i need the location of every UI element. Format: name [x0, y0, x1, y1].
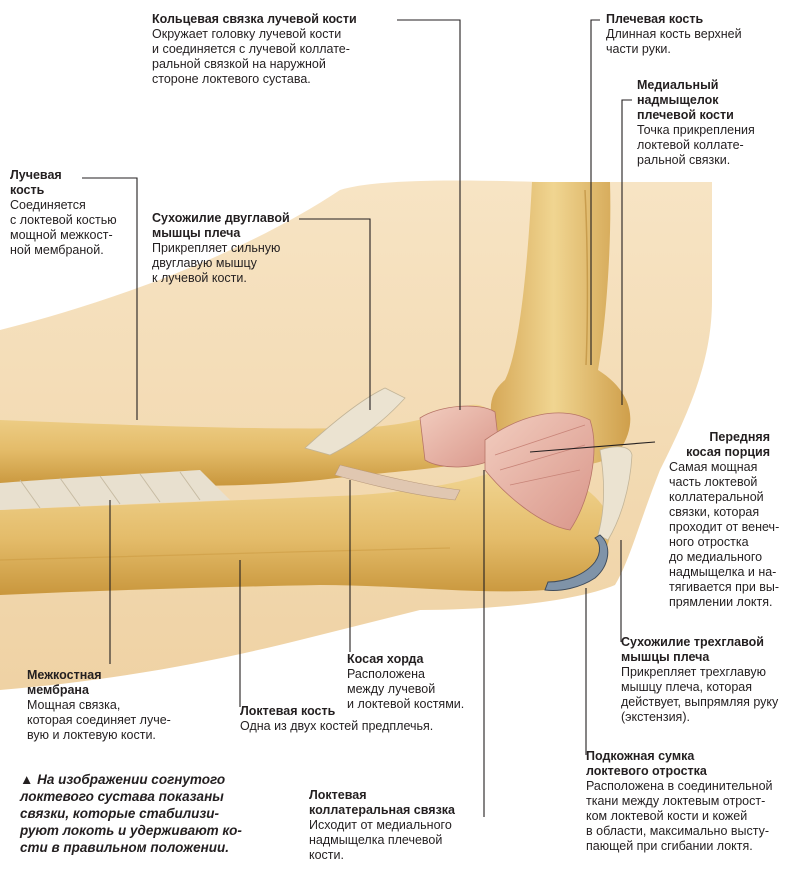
label-ulnar-collateral: Локтевая коллатеральная связка Исходит о… [309, 788, 455, 862]
ulna-bone [0, 469, 611, 595]
label-interosseous-membrane: Межкостная мембрана Мощная связка, котор… [27, 668, 171, 742]
label-anterior-oblique: Передняя косая порция [686, 430, 770, 459]
label-ulna: Локтевая кость Одна из двух костей предп… [240, 704, 434, 733]
label-triceps-tendon: Сухожилие трехглавой мышцы плеча Прикреп… [621, 635, 779, 724]
label-anterior-oblique-desc: Самая мощная часть локтевой коллатеральн… [669, 460, 780, 609]
triangle-icon: ▲ [20, 772, 34, 787]
ulnar-collateral-ligament-shape [484, 412, 595, 531]
oblique-cord-shape [334, 464, 461, 501]
label-humerus: Плечевая кость Длинная кость верхней час… [606, 12, 742, 56]
radius-bone [0, 404, 497, 487]
humerus-bone [490, 182, 631, 465]
label-biceps-tendon: Сухожилие двуглавой мышцы плеча Прикрепл… [152, 211, 290, 285]
olecranon-bursa-shape [544, 534, 609, 591]
label-oblique-cord: Косая хорда Расположена между лучевой и … [347, 652, 465, 711]
figure-caption: ▲ На изображении согнутого локтевого сус… [20, 772, 242, 855]
biceps-tendon-shape [304, 387, 406, 456]
label-olecranon-bursa: Подкожная сумка локтевого отростка Распо… [586, 749, 773, 853]
label-radius: Лучевая кость Соединяется с локтевой кос… [10, 168, 117, 257]
triceps-tendon-shape [597, 446, 633, 541]
label-medial-epicondyle: Медиальный надмыщелок плечевой кости Точ… [637, 78, 755, 167]
interosseous-membrane-shape [0, 470, 230, 510]
label-annular-ligament: Кольцевая связка лучевой кости Окружает … [152, 12, 357, 86]
